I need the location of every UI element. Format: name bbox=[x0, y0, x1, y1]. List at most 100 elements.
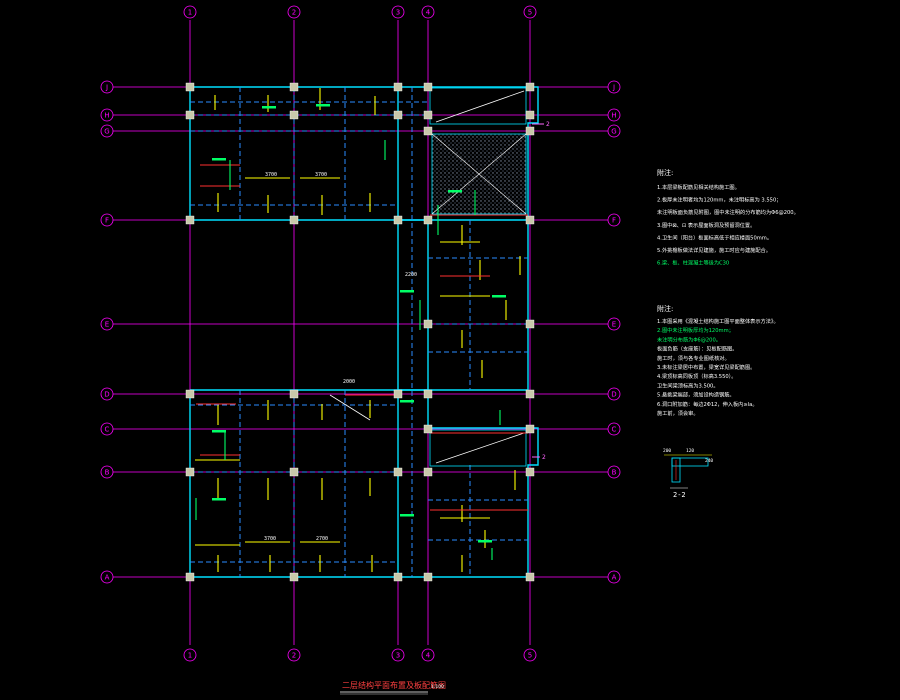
section-marks: 2 2 bbox=[532, 121, 550, 461]
rebar-tag bbox=[316, 104, 330, 107]
column bbox=[393, 82, 403, 92]
axis-bubble-label: E bbox=[612, 321, 616, 329]
axis-bubble-label: C bbox=[105, 426, 110, 434]
column bbox=[423, 215, 433, 225]
notes2-heading: 附注: bbox=[657, 304, 673, 313]
axis-bubble-label: 4 bbox=[426, 9, 431, 17]
column bbox=[185, 389, 195, 399]
axis-bubble-h: F bbox=[607, 213, 621, 227]
axis-bubble-h: E bbox=[607, 317, 621, 331]
column bbox=[393, 389, 403, 399]
section-mark-bottom: 2 bbox=[542, 454, 546, 461]
axis-bubble-h: D bbox=[607, 387, 621, 401]
dashed-beams bbox=[190, 87, 528, 577]
axis-bubble-label: E bbox=[105, 321, 109, 329]
column bbox=[525, 110, 535, 120]
axis-bubble-h: H bbox=[100, 108, 114, 122]
axis-bubble-label: G bbox=[104, 128, 109, 136]
axis-bubble-v: 3 bbox=[391, 648, 405, 662]
column bbox=[289, 467, 299, 477]
axis-bubble-label: D bbox=[104, 391, 109, 399]
note-line: 施工前，须会审。 bbox=[657, 409, 699, 417]
note-line: 6.梁、板、柱混凝土等级为C30 bbox=[657, 259, 729, 267]
column bbox=[525, 467, 535, 477]
column bbox=[525, 319, 535, 329]
column bbox=[289, 389, 299, 399]
column bbox=[423, 572, 433, 582]
axis-bubble-v: 5 bbox=[523, 5, 537, 19]
axis-bubble-label: 2 bbox=[292, 652, 296, 660]
dim-text-c: 3700 bbox=[264, 536, 276, 542]
rebar-tag bbox=[212, 498, 226, 501]
note-line: 4.梁顶标高同板顶（标高3.550）。 bbox=[657, 372, 736, 380]
axis-bubble-v: 2 bbox=[287, 5, 301, 19]
axis-bubble-label: 5 bbox=[528, 9, 532, 17]
axis-bubble-label: D bbox=[611, 391, 616, 399]
column bbox=[423, 82, 433, 92]
column bbox=[423, 467, 433, 477]
note-line: 卫生间梁顶标高为3.500。 bbox=[657, 381, 719, 389]
axis-bubble-label: B bbox=[612, 469, 617, 477]
axis-bubble-h: B bbox=[100, 465, 114, 479]
rebar-tag bbox=[400, 400, 414, 403]
axis-bubble-v: 5 bbox=[523, 648, 537, 662]
column bbox=[185, 82, 195, 92]
column bbox=[289, 215, 299, 225]
axis-bubble-h: H bbox=[607, 108, 621, 122]
axis-bubble-h: J bbox=[100, 80, 114, 94]
note-line: 4.卫生间（阳台）板面标高低于相应楼面50mm。 bbox=[657, 233, 772, 241]
note-line: 未注明板面负筋见附图，图中未注明的分布筋均为Φ6@200。 bbox=[657, 208, 799, 216]
axis-bubble-h: A bbox=[607, 570, 621, 584]
rebar-tag bbox=[478, 540, 492, 543]
column bbox=[393, 572, 403, 582]
column bbox=[289, 572, 299, 582]
column bbox=[525, 424, 535, 434]
rebar-tag bbox=[262, 106, 276, 109]
column bbox=[393, 467, 403, 477]
column bbox=[423, 126, 433, 136]
dim-text-e: 2000 bbox=[343, 379, 355, 385]
axis-bubble-label: J bbox=[612, 84, 615, 92]
dim-text-f: 2700 bbox=[316, 536, 328, 542]
note-line: 6.洞口附加筋：每边2Φ12，伸入板内≥la。 bbox=[657, 400, 758, 408]
lower-wing-outline bbox=[189, 389, 539, 578]
column bbox=[423, 424, 433, 434]
axis-bubble-v: 4 bbox=[421, 5, 435, 19]
notes-block-2: 附注: 1.本图采用《混凝土结构施工图平面整体表示方法》。2.图中未注明板厚均为… bbox=[657, 304, 779, 417]
axis-bubble-h: A bbox=[100, 570, 114, 584]
column bbox=[423, 110, 433, 120]
notes-block-1: 附注: 1.本层梁板配筋见相关结构施工图。2.板厚未注明者均为120mm，未注明… bbox=[657, 168, 799, 267]
drawing-scale: 1:100 bbox=[431, 684, 444, 690]
note-line: 3.未标注梁居中布置，梁宽详见梁配筋图。 bbox=[657, 363, 755, 371]
axis-bubble-v: 4 bbox=[421, 648, 435, 662]
columns bbox=[185, 82, 535, 582]
axis-bubble-label: J bbox=[105, 84, 108, 92]
column bbox=[423, 389, 433, 399]
axis-bubble-v: 2 bbox=[287, 648, 301, 662]
note-line: 5.外挑檐板做法详见建施，施工时应与建施配合。 bbox=[657, 246, 771, 254]
section-mark-top: 2 bbox=[546, 121, 550, 128]
axis-bubble-h: D bbox=[100, 387, 114, 401]
axis-bubble-h: G bbox=[607, 124, 621, 138]
hatched-slab-area bbox=[431, 133, 527, 215]
rebar-tag bbox=[492, 295, 506, 298]
dim-text-d: 2200 bbox=[405, 272, 417, 278]
drawing-title-block: 二层结构平面布置及板配筋图 1:100 bbox=[340, 680, 446, 695]
stair-diagonals bbox=[329, 87, 527, 467]
axis-bubble-h: F bbox=[100, 213, 114, 227]
axis-bubble-h: J bbox=[607, 80, 621, 94]
axis-bubble-label: G bbox=[611, 128, 616, 136]
axis-bubble-h: G bbox=[100, 124, 114, 138]
note-line: 2.图中未注明板厚均为120mm； bbox=[657, 326, 734, 334]
column bbox=[185, 215, 195, 225]
dimension-labels: 3700 3700 3700 2200 2000 2700 bbox=[264, 172, 417, 542]
column bbox=[289, 82, 299, 92]
note-line: 1.本层梁板配筋见相关结构施工图。 bbox=[657, 183, 740, 191]
rebar-marks bbox=[195, 88, 528, 572]
column bbox=[185, 110, 195, 120]
section-dim2: 120 bbox=[686, 448, 694, 454]
dim-text-b: 3700 bbox=[315, 172, 327, 178]
column bbox=[525, 389, 535, 399]
right-wing-outline bbox=[427, 220, 529, 391]
section-detail-2-2: 200 120 240 2-2 bbox=[663, 448, 713, 499]
